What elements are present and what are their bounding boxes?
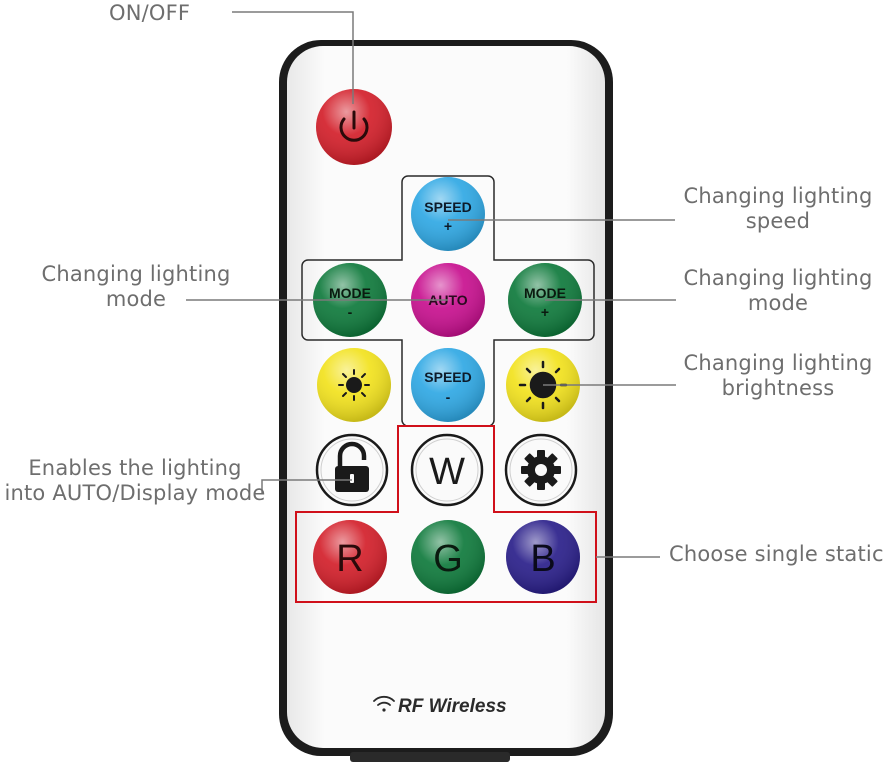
callout-mode-right-line2: mode xyxy=(747,291,809,315)
callout-auto-line1: Enables the lighting xyxy=(28,456,242,480)
callout-on-off: ON/OFF xyxy=(109,1,191,25)
leader-on-off xyxy=(232,11,354,104)
callout-mode-right-line1: Changing lighting xyxy=(683,266,873,290)
mode-down-label: MODE xyxy=(329,285,371,301)
callout-mode-left: Changing lighting mode xyxy=(36,262,236,312)
wifi-icon xyxy=(373,695,395,712)
callout-speed-line1: Changing lighting xyxy=(683,184,873,208)
brightness-down-button[interactable] xyxy=(317,348,391,422)
leader-auto xyxy=(261,479,352,493)
settings-button[interactable] xyxy=(504,433,578,507)
lock-button[interactable] xyxy=(315,433,389,507)
power-button[interactable] xyxy=(316,89,392,165)
speed-down-sign: - xyxy=(446,389,451,405)
sun-small-icon xyxy=(338,369,370,401)
static-color-highlight xyxy=(295,425,597,603)
speed-down-label: SPEED xyxy=(424,369,471,385)
mode-down-sign: - xyxy=(348,304,353,320)
mode-up-sign: + xyxy=(541,304,549,320)
blue-button[interactable]: B xyxy=(506,520,580,594)
white-button[interactable]: W xyxy=(410,433,484,507)
unlock-icon xyxy=(335,441,369,492)
blue-label: B xyxy=(530,538,555,580)
green-button[interactable]: G xyxy=(411,520,485,594)
callout-brightness: Changing lighting brightness xyxy=(678,351,878,401)
callout-speed-line2: speed xyxy=(745,209,811,233)
brand-label: RF Wireless xyxy=(398,696,507,717)
mode-up-label: MODE xyxy=(524,285,566,301)
speed-up-button[interactable]: SPEED + xyxy=(411,177,485,251)
gear-icon xyxy=(521,450,561,490)
green-label: G xyxy=(433,538,463,580)
speed-up-label: SPEED xyxy=(424,199,471,215)
white-label: W xyxy=(429,451,465,493)
callout-auto: Enables the lighting into AUTO/Display m… xyxy=(0,456,270,506)
callout-mode-right: Changing lighting mode xyxy=(678,266,878,316)
callout-mode-left-line1: Changing lighting xyxy=(41,262,231,286)
callout-speed: Changing lighting speed xyxy=(678,184,878,234)
callout-brightness-line2: brightness xyxy=(721,376,835,400)
auto-label: AUTO xyxy=(428,292,468,308)
callout-brightness-line1: Changing lighting xyxy=(683,351,873,375)
callout-auto-line2: into AUTO/Display mode xyxy=(4,481,266,505)
speed-up-sign: + xyxy=(444,218,452,234)
power-icon xyxy=(339,110,369,142)
red-label: R xyxy=(336,538,363,580)
leader-lines xyxy=(186,11,676,558)
callout-static: Choose single static xyxy=(669,542,884,566)
callout-mode-left-line2: mode xyxy=(105,287,167,311)
red-button[interactable]: R xyxy=(313,520,387,594)
speed-down-button[interactable]: SPEED - xyxy=(411,348,485,422)
brand: RF Wireless xyxy=(373,695,507,717)
